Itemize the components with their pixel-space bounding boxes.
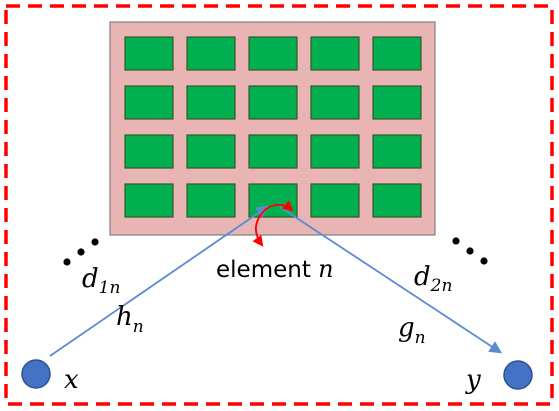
ris-element bbox=[124, 134, 174, 169]
ris-element bbox=[310, 85, 360, 120]
label-hn: hn bbox=[116, 302, 144, 337]
label-x: x bbox=[64, 365, 79, 395]
ris-element bbox=[186, 36, 236, 71]
ris-element bbox=[186, 183, 236, 218]
link-h bbox=[49, 205, 270, 357]
ris-element bbox=[124, 183, 174, 218]
ris-element bbox=[248, 134, 298, 169]
ris-element bbox=[372, 134, 422, 169]
ris-element bbox=[248, 85, 298, 120]
ris-element bbox=[372, 36, 422, 71]
ris-element bbox=[186, 134, 236, 169]
ris-element bbox=[310, 183, 360, 218]
node-x bbox=[21, 359, 51, 389]
label-gn: gn bbox=[398, 313, 426, 348]
ris-element bbox=[124, 36, 174, 71]
ris-element bbox=[124, 85, 174, 120]
label-element-n: element n bbox=[216, 255, 334, 283]
ris-element bbox=[372, 183, 422, 218]
dashed-boundary bbox=[4, 4, 554, 406]
ris-element bbox=[372, 85, 422, 120]
link-g bbox=[279, 206, 503, 354]
ris-element-grid bbox=[124, 36, 422, 218]
ris-element bbox=[186, 85, 236, 120]
label-d2n: d2n bbox=[414, 262, 452, 296]
ris-element bbox=[310, 134, 360, 169]
phase-rotation-arrow bbox=[252, 200, 294, 247]
ris-element bbox=[248, 183, 298, 218]
ris-element bbox=[310, 36, 360, 71]
node-y bbox=[503, 360, 533, 390]
label-y: y bbox=[465, 365, 481, 395]
ris-element bbox=[248, 36, 298, 71]
ellipsis-right bbox=[452, 237, 488, 265]
label-d1n: d1n bbox=[82, 264, 120, 298]
ellipsis-left bbox=[63, 238, 99, 266]
